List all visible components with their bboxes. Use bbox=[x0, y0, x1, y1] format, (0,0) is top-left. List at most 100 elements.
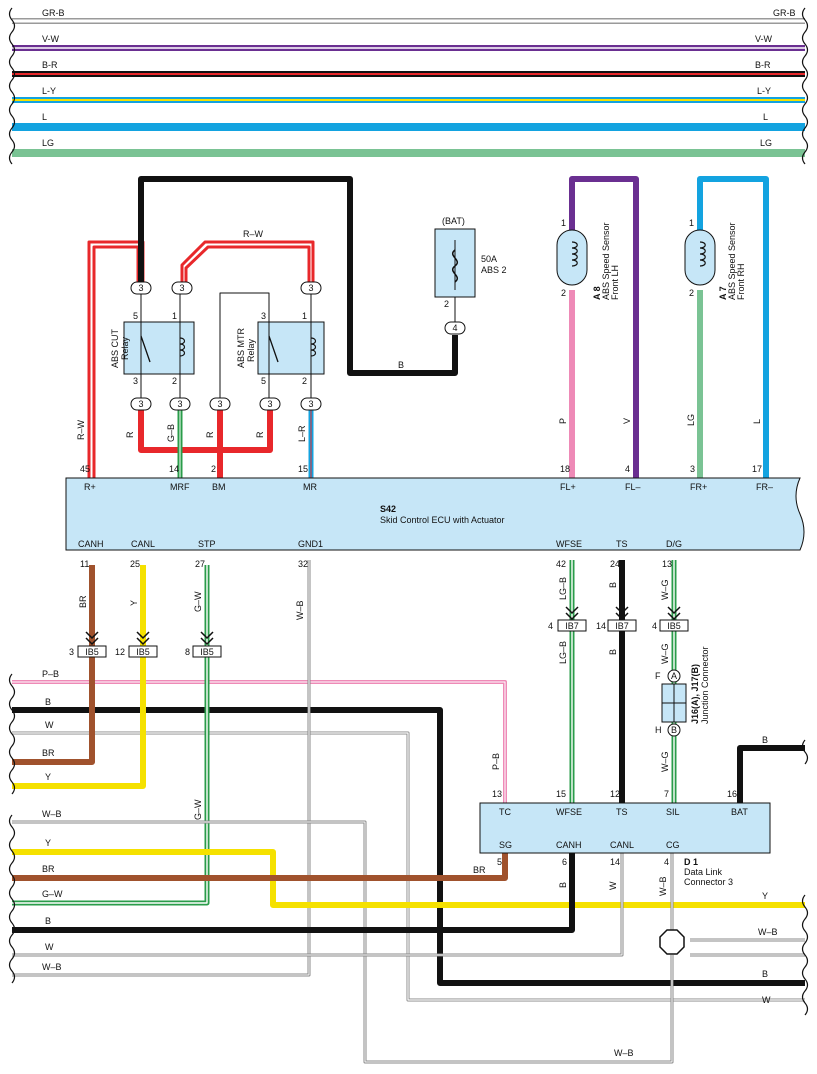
junction-connector: A B F H J16(A), J17(B) Junction Connecto… bbox=[655, 646, 710, 737]
connector-pin: 3 bbox=[130, 397, 152, 411]
wire-label: Y bbox=[762, 891, 768, 901]
svg-text:IB7: IB7 bbox=[565, 621, 579, 631]
svg-text:4: 4 bbox=[625, 464, 630, 474]
bus-label-right: V-W bbox=[755, 34, 773, 44]
bus-label-right: LG bbox=[760, 138, 772, 148]
svg-text:Front LH: Front LH bbox=[610, 265, 620, 300]
wire-label: W bbox=[762, 995, 771, 1005]
svg-text:3: 3 bbox=[267, 399, 272, 409]
wire-label: BR bbox=[42, 864, 55, 874]
bus-label-left: V-W bbox=[42, 34, 60, 44]
connector-arrow-icon bbox=[136, 631, 150, 646]
svg-text:H: H bbox=[655, 725, 662, 735]
wire-label: G–W bbox=[193, 799, 203, 820]
connector-pin: 3 bbox=[300, 397, 322, 411]
svg-text:J16(A), J17(B): J16(A), J17(B) bbox=[690, 664, 700, 724]
wire-label: R bbox=[125, 431, 135, 438]
svg-text:IB7: IB7 bbox=[615, 621, 629, 631]
wire-label: L bbox=[752, 419, 762, 424]
svg-text:3: 3 bbox=[138, 399, 143, 409]
svg-text:WFSE: WFSE bbox=[556, 807, 582, 817]
bus-label-left: L-Y bbox=[42, 86, 56, 96]
bus-wire-v-w: V-W V-W bbox=[12, 34, 805, 51]
wire-label: BR bbox=[473, 865, 486, 875]
connector-arrow-icon bbox=[615, 606, 629, 621]
svg-text:2: 2 bbox=[689, 288, 694, 298]
svg-text:2: 2 bbox=[211, 464, 216, 474]
wire-label: Y bbox=[45, 772, 51, 782]
wire-label: W–G bbox=[660, 751, 670, 772]
wire-label: Y bbox=[45, 838, 51, 848]
svg-text:45: 45 bbox=[80, 464, 90, 474]
connector-pin: 3 bbox=[259, 397, 281, 411]
svg-text:12: 12 bbox=[115, 647, 125, 657]
svg-text:2: 2 bbox=[302, 376, 307, 386]
svg-text:4: 4 bbox=[652, 621, 657, 631]
svg-text:13: 13 bbox=[662, 559, 672, 569]
bus-label-left: LG bbox=[42, 138, 54, 148]
svg-text:8: 8 bbox=[185, 647, 190, 657]
wire-label: W–B bbox=[658, 876, 668, 896]
svg-text:14: 14 bbox=[596, 621, 606, 631]
wire-label: B bbox=[45, 916, 51, 926]
svg-text:14: 14 bbox=[169, 464, 179, 474]
wire-label: LG–B bbox=[558, 641, 568, 664]
svg-text:27: 27 bbox=[195, 559, 205, 569]
svg-text:B: B bbox=[671, 725, 677, 735]
connector-pin: 3 bbox=[300, 281, 322, 295]
bus-label-right: L-Y bbox=[757, 86, 771, 96]
connector-ib5-stp: IB5 8 bbox=[185, 631, 222, 658]
bus-wire-b-r: B-R B-R bbox=[12, 60, 805, 77]
wire-label: W–B bbox=[758, 927, 778, 937]
svg-text:42: 42 bbox=[556, 559, 566, 569]
wire-label: B bbox=[398, 360, 404, 370]
wire-label: G–B bbox=[166, 424, 176, 442]
relay-name: Relay bbox=[120, 336, 130, 360]
svg-text:STP: STP bbox=[198, 539, 216, 549]
wire-label: LG–B bbox=[558, 577, 568, 600]
svg-text:17: 17 bbox=[752, 464, 762, 474]
svg-text:MRF: MRF bbox=[170, 482, 190, 492]
bus-break-marks bbox=[8, 7, 809, 165]
svg-text:4: 4 bbox=[664, 857, 669, 867]
wire-label: W–B bbox=[42, 809, 62, 819]
svg-text:3: 3 bbox=[133, 376, 138, 386]
wire-label: W–B bbox=[42, 962, 62, 972]
svg-text:MR: MR bbox=[303, 482, 317, 492]
connector-pin: 3 bbox=[209, 397, 231, 411]
wire-label: W bbox=[608, 881, 618, 890]
wire-label: B bbox=[608, 582, 618, 588]
svg-text:IB5: IB5 bbox=[85, 647, 99, 657]
sensor-coil-icon bbox=[699, 241, 706, 267]
svg-text:15: 15 bbox=[298, 464, 308, 474]
left-wire-labels: P–B B W BR Y W–B Y BR G–W B W W–B bbox=[42, 669, 63, 972]
svg-text:CANH: CANH bbox=[556, 840, 582, 850]
skid-control-ecu: S42 Skid Control ECU with Actuator 45 R+… bbox=[65, 464, 805, 569]
wire-label: B bbox=[558, 882, 568, 888]
svg-text:15: 15 bbox=[556, 789, 566, 799]
svg-text:SIL: SIL bbox=[666, 807, 680, 817]
svg-text:3: 3 bbox=[179, 283, 184, 293]
wire-label: P–B bbox=[491, 753, 501, 770]
connector-pin: 3 bbox=[171, 281, 193, 295]
wire-label: BR bbox=[78, 595, 88, 608]
connector-pin: 3 bbox=[130, 281, 152, 295]
wire-label: V bbox=[622, 418, 632, 424]
svg-text:ABS Speed Sensor: ABS Speed Sensor bbox=[727, 222, 737, 300]
dlc-name: Connector 3 bbox=[684, 877, 733, 887]
ecu-id: S42 bbox=[380, 504, 396, 514]
wire-label: BR bbox=[42, 748, 55, 758]
connector-ib7-ts: IB7 14 bbox=[596, 606, 637, 632]
bus-label-left: GR-B bbox=[42, 8, 65, 18]
connector-arrow-icon bbox=[200, 631, 214, 646]
svg-text:3: 3 bbox=[261, 311, 266, 321]
inline-connectors: IB5 3 IB5 12 IB5 8 IB7 4 IB7 14 bbox=[69, 606, 689, 658]
wire-label: LG bbox=[686, 414, 696, 426]
svg-text:24: 24 bbox=[610, 559, 620, 569]
bus-wire-l-y: L-Y L-Y bbox=[12, 86, 805, 103]
svg-text:3: 3 bbox=[138, 283, 143, 293]
bus-label-right: B-R bbox=[755, 60, 771, 70]
svg-text:13: 13 bbox=[492, 789, 502, 799]
svg-text:25: 25 bbox=[130, 559, 140, 569]
ecu-name: Skid Control ECU with Actuator bbox=[380, 515, 505, 525]
